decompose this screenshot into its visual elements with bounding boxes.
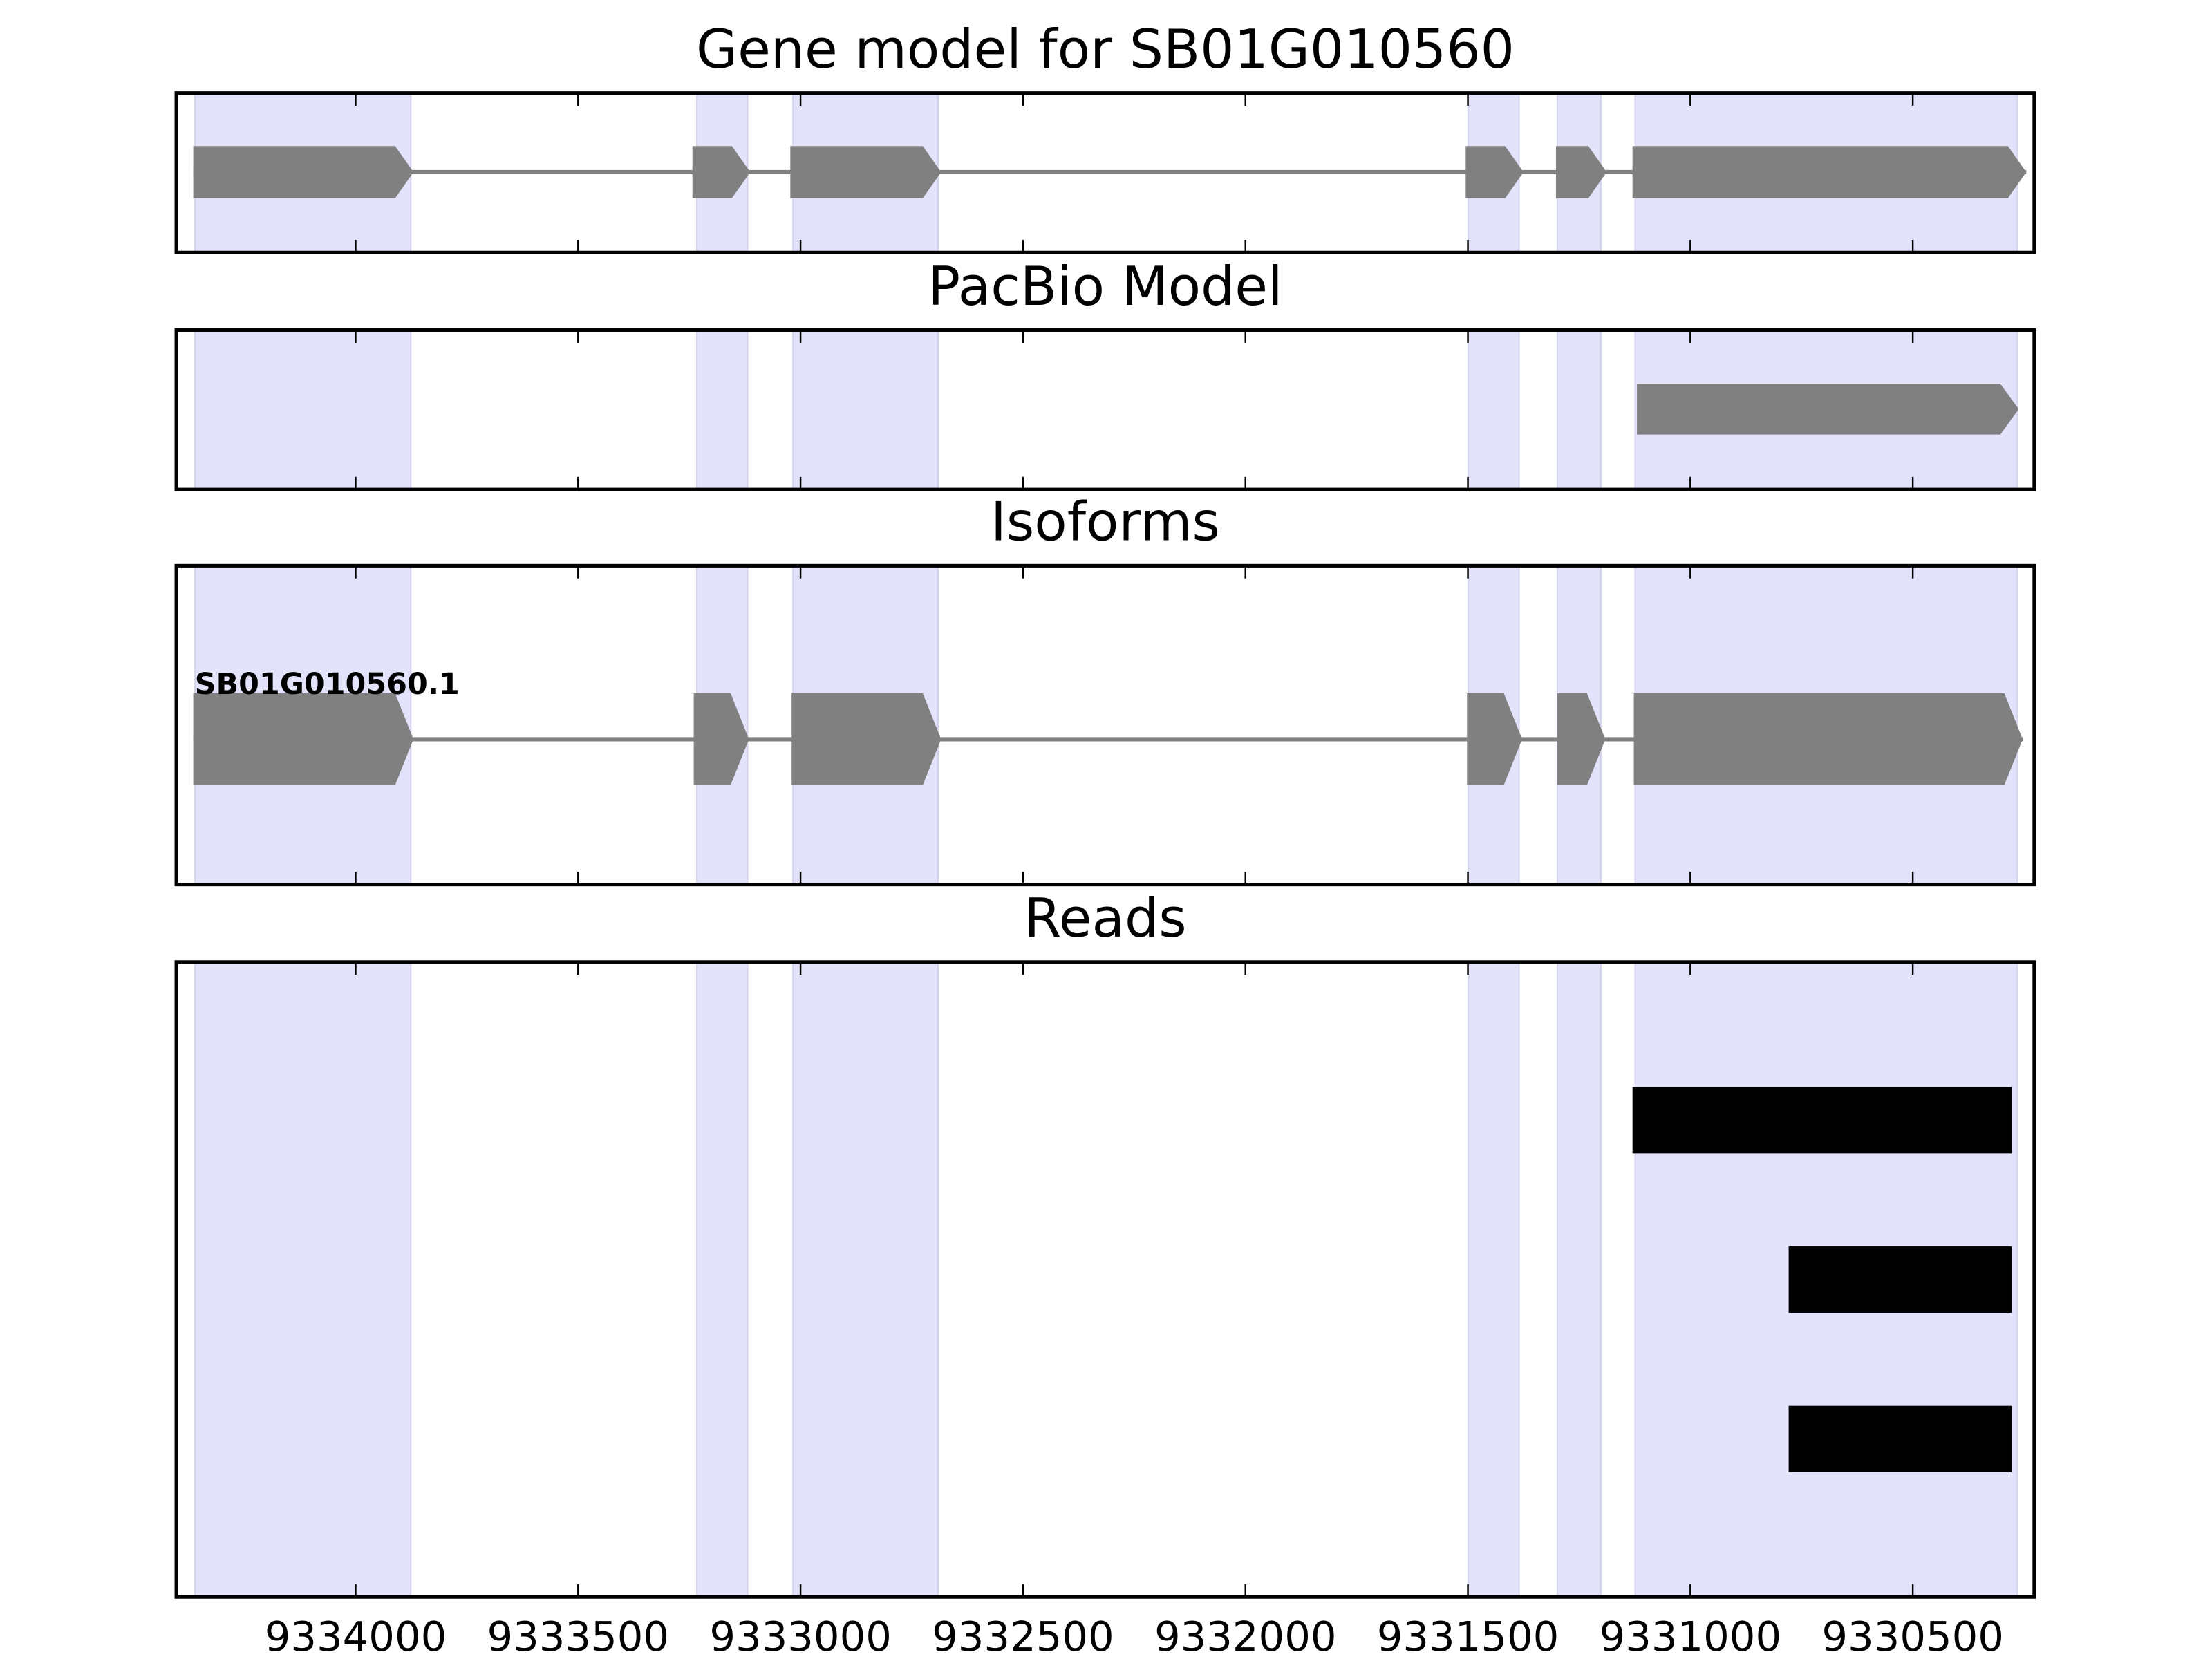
exon-region-shade [1556, 329, 1602, 491]
exon-arrow [1465, 146, 1524, 198]
exon-region-shade [194, 329, 412, 491]
x-tick-label: 9333000 [709, 1613, 892, 1659]
read-bar [1632, 1087, 2012, 1154]
panel-frame [174, 328, 2036, 491]
isoform-label: SB01G010560.1 [195, 667, 460, 702]
exon-arrow [791, 693, 941, 785]
exon-arrow [693, 693, 749, 785]
x-tick-label: 9334000 [265, 1613, 447, 1659]
panel-title: Reads [1024, 888, 1186, 950]
exon-arrow [692, 146, 751, 198]
exon-arrow [1633, 693, 2023, 785]
exon-arrow [1467, 693, 1523, 785]
panel-1: PacBio Model [174, 256, 2036, 491]
panel-3: Reads [174, 888, 2036, 1599]
exon-region-shade [792, 329, 939, 491]
exon-arrow [193, 693, 414, 785]
exon-region-shade [696, 329, 749, 491]
panel-frame [174, 960, 2036, 1599]
exon-arrow [193, 146, 414, 198]
x-tick-label: 9331500 [1377, 1613, 1559, 1659]
exon-region-shade [1468, 961, 1520, 1598]
exon-region-shade [1556, 961, 1602, 1598]
exon-arrow [1632, 146, 2027, 198]
exon-region-shade [1468, 329, 1520, 491]
x-tick-label: 9331000 [1600, 1613, 1782, 1659]
exon-region-shade [194, 961, 412, 1598]
read-bar [1788, 1405, 2012, 1472]
x-tick-label: 9332500 [932, 1613, 1114, 1659]
exon-arrow [1637, 384, 2019, 435]
panel-0: Gene model for SB01G010560 [174, 19, 2036, 254]
x-tick-label: 9330500 [1821, 1613, 2004, 1659]
panel-title: PacBio Model [928, 256, 1282, 318]
x-tick-label: 9332000 [1154, 1613, 1337, 1659]
exon-region-shade [792, 961, 939, 1598]
read-bar [1788, 1246, 2012, 1313]
panel-title: Gene model for SB01G010560 [696, 19, 1515, 81]
exon-region-shade [696, 961, 749, 1598]
exon-arrow [1557, 693, 1606, 785]
panel-title: Isoforms [991, 491, 1220, 554]
exon-arrow [790, 146, 941, 198]
panel-frame [174, 563, 2036, 887]
exon-arrow [1555, 146, 1607, 198]
x-tick-label: 9333500 [487, 1613, 670, 1659]
panel-frame [174, 91, 2036, 254]
